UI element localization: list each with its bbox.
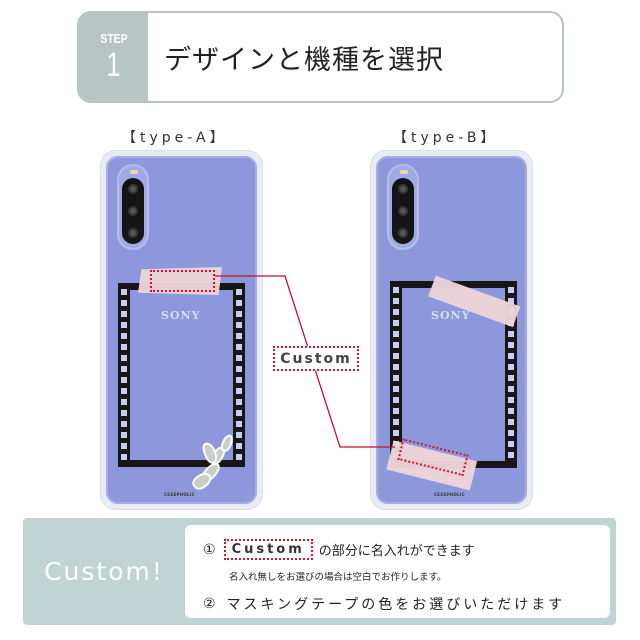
flash-icon	[400, 170, 408, 174]
camera-module-icon	[117, 164, 149, 250]
case-brand: CESEPHOLIC	[434, 492, 465, 497]
lens-icon	[398, 184, 408, 194]
step-number: 1	[106, 46, 121, 84]
type-a-label: 【type-A】	[122, 130, 228, 146]
item-number: ②	[203, 596, 219, 612]
lens-icon	[128, 228, 138, 238]
item-text: マスキングテープの色をお選びいただけます	[226, 597, 566, 613]
design-type-b[interactable]: SONY CESEPHOLIC	[370, 150, 533, 510]
lens-icon	[128, 206, 138, 216]
lens-housing	[122, 178, 144, 244]
film-holes-left	[121, 289, 127, 461]
custom-info-panel: Custom! ① Custom の部分に名入れができます 名入れ無しをお選びの…	[23, 518, 616, 625]
film-holes-right	[508, 287, 514, 462]
type-b-label: 【type-B】	[393, 130, 499, 146]
panel-content: ① Custom の部分に名入れができます 名入れ無しをお選びの場合は空白でお作…	[185, 525, 610, 618]
design-type-a[interactable]: SONY CESEPHOLIC	[100, 150, 263, 510]
info-note: 名入れ無しをお選びの場合は空白でお作りします。	[229, 572, 447, 583]
lens-icon	[128, 184, 138, 194]
panel-title: Custom!	[44, 557, 164, 586]
lens-icon	[398, 206, 408, 216]
step-header: STEP 1 デザインと機種を選択	[77, 11, 564, 103]
custom-area-highlight	[150, 270, 215, 292]
film-holes-left	[393, 287, 399, 462]
step-badge: STEP 1	[79, 13, 148, 101]
brand-logo: SONY	[431, 309, 471, 322]
lens-housing	[392, 178, 414, 244]
brand-logo: SONY	[161, 309, 201, 322]
info-item-2: ② マスキングテープの色をお選びいただけます	[203, 594, 565, 614]
lens-icon	[398, 228, 408, 238]
film-holes-right	[236, 289, 242, 461]
camera-module-icon	[387, 164, 419, 250]
flash-icon	[130, 170, 138, 174]
page-title: デザインと機種を選択	[164, 44, 444, 76]
item-text: の部分に名入れができます	[318, 544, 475, 559]
case-brand: CESEPHOLIC	[164, 492, 195, 497]
info-item-1: ① Custom の部分に名入れができます	[203, 539, 475, 560]
item-number: ①	[203, 541, 216, 558]
custom-callout-label: Custom	[273, 346, 359, 371]
custom-inline-tag: Custom	[223, 539, 313, 560]
step-label: STEP	[99, 31, 128, 46]
